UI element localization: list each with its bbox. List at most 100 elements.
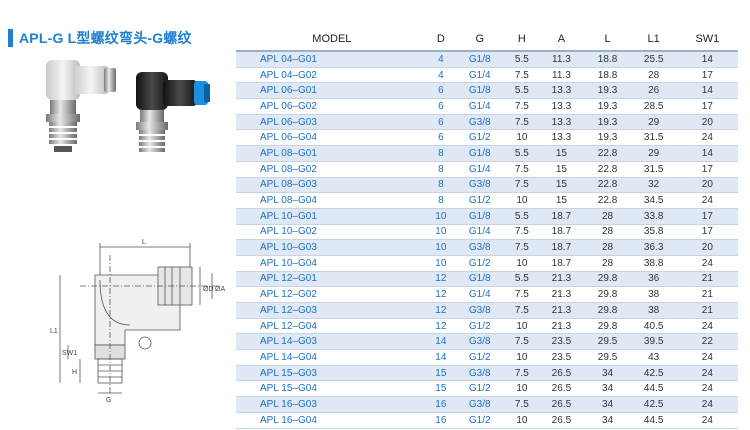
table-cell-l: 34 xyxy=(584,380,631,398)
table-cell-sw1: 17 xyxy=(676,67,738,84)
table-cell-g: G3/8 xyxy=(454,333,506,351)
table-cell-l1: 26 xyxy=(630,82,677,100)
table-cell-l1: 40.5 xyxy=(630,318,677,335)
dim-label-G: G xyxy=(106,397,111,404)
table-cell-a: 18.7 xyxy=(538,239,585,256)
table-cell-sw1: 24 xyxy=(676,365,738,382)
table-cell-l1: 29 xyxy=(630,145,677,162)
table-cell-model: APL 12–G03 xyxy=(236,302,428,319)
table-cell-model: APL 12–G01 xyxy=(236,271,428,288)
table-cell-l: 22.8 xyxy=(584,161,631,178)
table-cell-l: 29.5 xyxy=(584,349,631,366)
table-cell-a: 23.5 xyxy=(538,349,585,366)
table-cell-a: 21.3 xyxy=(538,271,585,288)
table-cell-d: 12 xyxy=(427,318,455,335)
table-cell-a: 21.3 xyxy=(538,318,585,335)
table-cell-a: 26.5 xyxy=(538,380,585,398)
table-cell-d: 14 xyxy=(427,349,455,366)
table-cell-sw1: 24 xyxy=(676,255,738,272)
table-cell-a: 15 xyxy=(538,192,585,209)
table-cell-l1: 35.8 xyxy=(630,224,677,241)
column-header-g: G xyxy=(454,28,506,52)
table-cell-g: G1/8 xyxy=(454,208,506,225)
table-cell-l: 22.8 xyxy=(584,177,631,194)
table-cell-l1: 28 xyxy=(630,67,677,84)
table-cell-d: 6 xyxy=(427,82,455,100)
table-cell-h: 7.5 xyxy=(505,333,539,351)
table-cell-g: G3/8 xyxy=(454,396,506,413)
table-cell-sw1: 14 xyxy=(676,51,738,68)
table-cell-g: G3/8 xyxy=(454,114,506,131)
table-cell-a: 13.3 xyxy=(538,114,585,131)
column-header-sw1: SW1 xyxy=(676,28,738,52)
table-cell-l: 19.3 xyxy=(584,82,631,100)
table-cell-l1: 38 xyxy=(630,302,677,319)
table-cell-g: G1/8 xyxy=(454,145,506,162)
table-cell-a: 15 xyxy=(538,177,585,194)
black-fitting-icon xyxy=(136,72,210,152)
technical-drawing: L L1 SW1 H G ØD ØA xyxy=(50,239,225,404)
table-cell-h: 5.5 xyxy=(505,82,539,100)
table-cell-sw1: 21 xyxy=(676,302,738,319)
table-cell-g: G1/2 xyxy=(454,349,506,366)
table-cell-a: 21.3 xyxy=(538,286,585,303)
table-cell-g: G1/8 xyxy=(454,271,506,288)
table-cell-sw1: 24 xyxy=(676,129,738,147)
table-cell-h: 10 xyxy=(505,380,539,398)
table-cell-model: APL 06–G01 xyxy=(236,82,428,100)
table-cell-l: 19.3 xyxy=(584,114,631,131)
table-cell-h: 10 xyxy=(505,349,539,366)
table-cell-l: 29.8 xyxy=(584,286,631,303)
table-cell-model: APL 15–G04 xyxy=(236,380,428,398)
table-cell-l1: 39.5 xyxy=(630,333,677,351)
table-cell-sw1: 17 xyxy=(676,224,738,241)
table-cell-sw1: 21 xyxy=(676,271,738,288)
table-cell-model: APL 16–G03 xyxy=(236,396,428,413)
dim-label-A: ØA xyxy=(215,286,225,293)
table-cell-a: 18.7 xyxy=(538,208,585,225)
table-cell-g: G1/2 xyxy=(454,255,506,272)
table-cell-sw1: 14 xyxy=(676,145,738,162)
table-cell-model: APL 14–G04 xyxy=(236,349,428,366)
table-cell-l1: 32 xyxy=(630,177,677,194)
table-cell-sw1: 17 xyxy=(676,208,738,225)
table-cell-model: APL 06–G04 xyxy=(236,129,428,147)
table-cell-h: 5.5 xyxy=(505,145,539,162)
table-cell-l: 19.3 xyxy=(584,98,631,115)
column-header-d: D xyxy=(427,28,455,52)
table-cell-a: 26.5 xyxy=(538,365,585,382)
table-cell-d: 6 xyxy=(427,98,455,115)
product-photo xyxy=(46,60,210,152)
table-cell-h: 10 xyxy=(505,255,539,272)
table-cell-g: G1/2 xyxy=(454,318,506,335)
table-cell-d: 6 xyxy=(427,114,455,131)
table-cell-sw1: 14 xyxy=(676,82,738,100)
table-cell-a: 15 xyxy=(538,161,585,178)
table-cell-sw1: 24 xyxy=(676,192,738,209)
table-cell-model: APL 15–G03 xyxy=(236,365,428,382)
section-title: APL-G L型螺纹弯头-G螺纹 xyxy=(8,28,192,48)
table-cell-model: APL 04–G01 xyxy=(236,51,428,68)
table-cell-d: 8 xyxy=(427,177,455,194)
table-cell-l: 18.8 xyxy=(584,51,631,68)
column-header-a: A xyxy=(538,28,585,52)
table-cell-d: 10 xyxy=(427,255,455,272)
table-cell-a: 21.3 xyxy=(538,302,585,319)
table-cell-g: G1/4 xyxy=(454,98,506,115)
table-cell-sw1: 21 xyxy=(676,286,738,303)
dim-label-SW1: SW1 xyxy=(62,350,77,357)
table-cell-a: 26.5 xyxy=(538,396,585,413)
table-cell-g: G1/4 xyxy=(454,161,506,178)
table-cell-l: 28 xyxy=(584,255,631,272)
table-cell-l1: 42.5 xyxy=(630,365,677,382)
